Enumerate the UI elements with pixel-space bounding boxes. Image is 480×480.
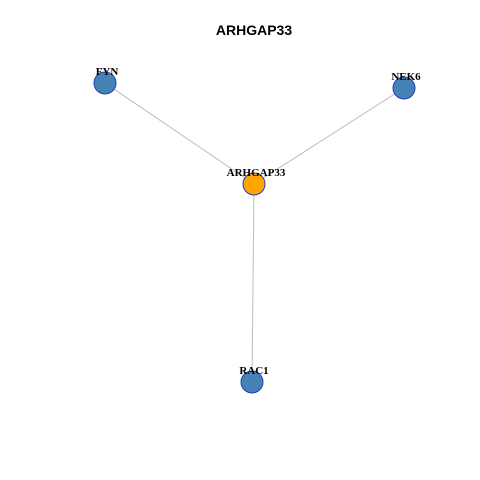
edge-layer (104, 82, 405, 383)
node-label-rac1: RAC1 (239, 365, 268, 377)
node-nek6 (392, 76, 416, 100)
node-label-fyn: FYN (96, 66, 119, 78)
edge-arhgap33-nek6 (253, 87, 405, 185)
node-layer (93, 71, 416, 394)
edge-arhgap33-fyn (104, 82, 255, 185)
edge-arhgap33-rac1 (251, 183, 255, 383)
node-fyn (93, 71, 117, 95)
node-label-nek6: NEK6 (391, 71, 421, 83)
graph-title: ARHGAP33 (216, 22, 292, 38)
node-label-arhgap33: ARHGAP33 (227, 167, 286, 179)
node-rac1 (240, 370, 264, 394)
node-arhgap33 (242, 172, 266, 196)
